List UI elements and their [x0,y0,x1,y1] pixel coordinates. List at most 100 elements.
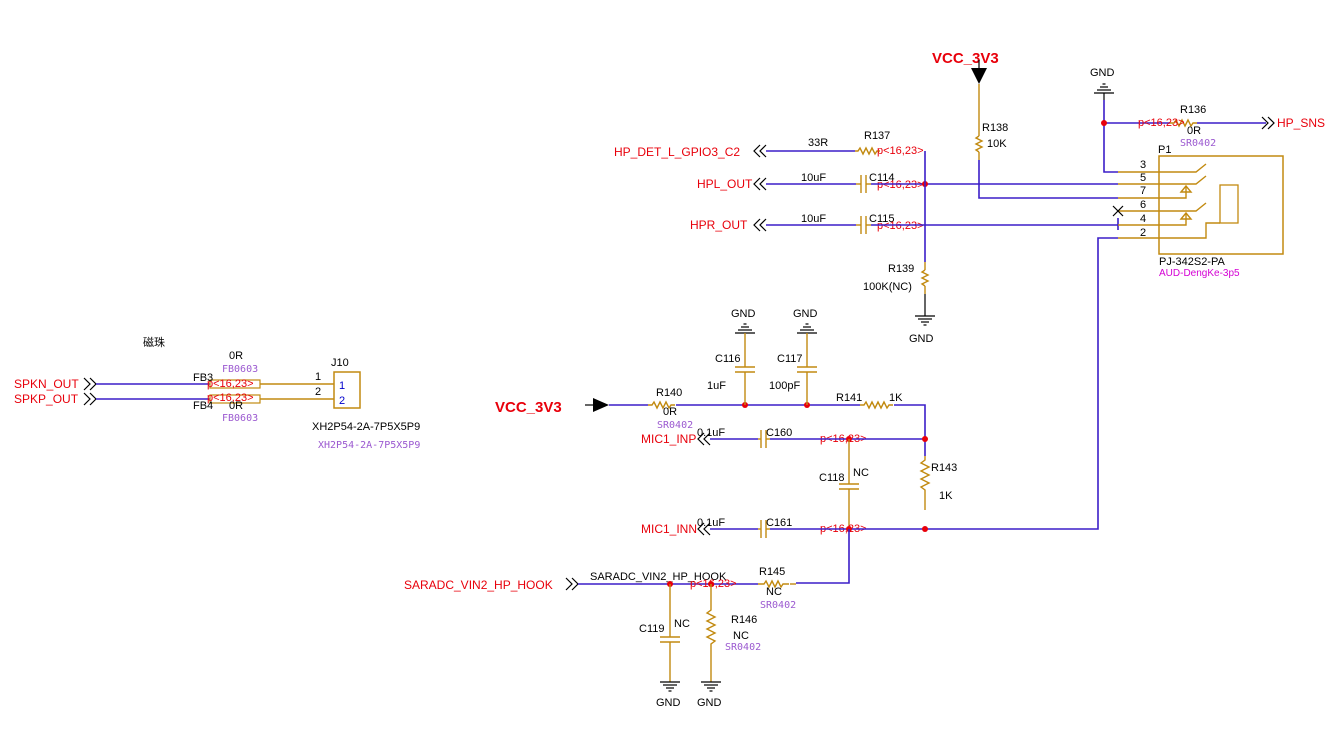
c117-value: 100pF [769,380,800,392]
p1-pin-7: 7 [1140,185,1146,197]
j10-connector [333,371,361,409]
r141-ref: R141 [836,392,862,404]
c114-xref: p<16,23> [877,179,924,191]
c114-ref: C114 [869,172,894,184]
r136-ref: R136 [1180,104,1206,116]
r138-value: 10K [987,138,1007,150]
c119-capacitor [660,584,680,682]
c160-capacitor [758,430,770,448]
net-spkn-out: SPKN_OUT [14,377,79,391]
r146-value: NC [733,630,749,642]
c119-value: NC [674,618,690,630]
fb4-ref: FB4 [193,400,213,412]
gnd-label-r146: GND [697,697,722,709]
junction-gnd-r136 [1101,120,1107,126]
net-spkp-out: SPKP_OUT [14,392,79,406]
net-mic1-inn: MIC1_INN [641,522,697,536]
r140-ref: R140 [656,387,682,399]
gnd-r146-icon [700,681,722,692]
p1-package: AUD-DengKe-3p5 [1159,268,1240,279]
vcc-3v3-top-label: VCC_3V3 [932,50,999,67]
hpl-port-icon [753,177,767,191]
j10-package: XH2P54-2A-7P5X5P9 [318,440,420,451]
r143-ref: R143 [931,462,957,474]
net-hpr-out: HPR_OUT [690,218,748,232]
c119-ref: C119 [639,623,664,635]
gnd-label-c116: GND [731,308,756,320]
wire-r141-r143 [894,404,926,456]
r145-resistor [758,579,796,589]
p1-part: PJ-342S2-PA [1159,256,1225,268]
net-hp-det: HP_DET_L_GPIO3_C2 [614,145,740,159]
r145-package: SR0402 [760,600,796,611]
c161-ref: C161 [766,517,792,529]
r145-value: NC [766,586,782,598]
hp-det-port-icon [753,144,767,158]
fb3-package: FB0603 [222,364,258,375]
j10-pin2-num: 2 [315,386,321,398]
c161-capacitor [758,520,770,538]
j10-pin1-label: 1 [339,380,345,392]
saradc-port-icon [565,577,579,591]
wire-gnd-p1-3 [1103,100,1118,173]
p1-pin-4: 4 [1140,213,1146,225]
c118-value: NC [853,467,869,479]
r138-ref: R138 [982,122,1008,134]
junction-mic-inp-r143 [922,436,928,442]
c118-ref: C118 [819,472,844,484]
gnd-c116-icon [734,323,756,334]
r139-resistor [920,262,930,294]
fb3-xref: p<16,23> [207,378,254,390]
j10-pin1-num: 1 [315,371,321,383]
r140-resistor [648,400,675,410]
fb3-value: 0R [229,350,243,362]
gnd-c117-icon [796,323,818,334]
p1-pin-6: 6 [1140,199,1146,211]
c115-xref: p<16,23> [877,220,924,232]
net-saradc: SARADC_VIN2_HP_HOOK [404,578,553,592]
r137-value: 33R [808,137,828,149]
gnd-r139-icon [914,315,936,326]
junction-mic-inn-r143 [922,526,928,532]
r137-resistor [855,146,880,156]
r136-package: SR0402 [1180,138,1216,149]
c116-ref: C116 [715,353,740,365]
fb4-value: 0R [229,400,243,412]
r140-package: SR0402 [657,420,693,431]
j10-pin2-label: 2 [339,395,345,407]
c118-capacitor [839,439,859,529]
r139-value: 100K(NC) [863,281,912,293]
c116-capacitor [735,333,755,405]
j10-part: XH2P54-2A-7P5X5P9 [312,421,420,433]
gnd-c119-icon [659,681,681,692]
vcc-3v3-left-arrow-icon [585,398,609,412]
c117-ref: C117 [777,353,802,365]
r146-resistor [705,584,717,682]
r137-xref: p<16,23> [877,145,924,157]
c160-ref: C160 [766,427,792,439]
c115-value: 10uF [801,213,826,225]
saradc-wire-label: SARADC_VIN2_HP_HOOK [590,571,727,583]
c117-capacitor [797,333,817,405]
hpr-port-icon [753,218,767,232]
fb4-package: FB0603 [222,413,258,424]
net-hp-sns: HP_SNS [1277,116,1325,130]
c114-capacitor [856,175,871,193]
r146-package: SR0402 [725,642,761,653]
fb3-ref: FB3 [193,372,213,384]
gnd-label-c117: GND [793,308,818,320]
c161-value: 0.1uF [697,517,725,529]
c114-value: 10uF [801,172,826,184]
gnd-label-r139: GND [909,333,934,345]
r145-ref: R145 [759,566,785,578]
vcc-3v3-top-arrow-icon [971,60,987,84]
gnd-top-right-icon [1093,83,1115,100]
r141-value: 1K [889,392,903,404]
bead-note: 磁珠 [143,335,165,349]
spkp-port-icon [83,392,97,406]
p1-pin-3: 3 [1140,159,1146,171]
c116-value: 1uF [707,380,726,392]
r138-resistor [974,84,984,160]
spkn-port-icon [83,377,97,391]
